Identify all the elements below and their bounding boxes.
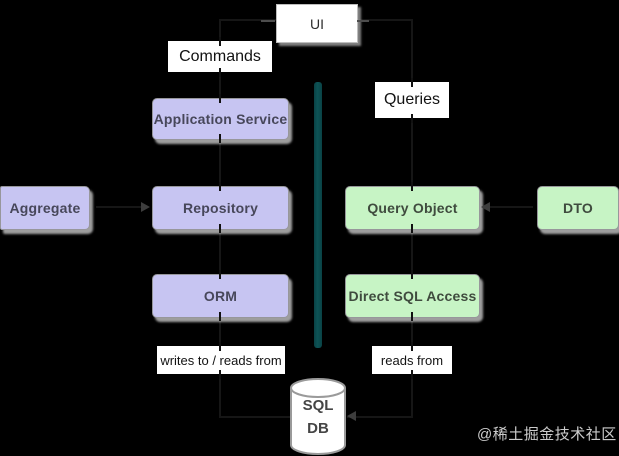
connector-commands-v5 xyxy=(219,316,221,346)
application-service-label: Application Service xyxy=(153,111,288,127)
command-query-divider xyxy=(314,82,322,348)
queries-header: Queries xyxy=(375,82,449,118)
connector-tick xyxy=(219,68,221,77)
commands-header-label: Commands xyxy=(179,47,261,65)
connector-queryobject-dto xyxy=(489,206,533,208)
aggregate-label: Aggregate xyxy=(9,200,81,216)
connector-tick xyxy=(219,37,221,46)
connector-tick xyxy=(219,342,221,351)
connector-tick xyxy=(219,94,221,103)
connector-commands-v2 xyxy=(219,72,221,98)
connector-commands-v1 xyxy=(219,19,221,41)
connector-tick xyxy=(219,312,221,321)
connector-reads-db-h xyxy=(347,416,413,418)
arrowhead-into-query-object xyxy=(481,202,490,212)
database-label-line2: DB xyxy=(307,420,329,437)
connector-commands-v4 xyxy=(219,228,221,274)
connector-queries-v4 xyxy=(411,316,413,346)
writes-reads-label-box: writes to / reads from xyxy=(157,346,285,374)
connector-queries-v1 xyxy=(411,19,413,82)
connector-tick xyxy=(411,78,413,87)
ui-box: UI xyxy=(276,4,358,43)
connector-queries-v5 xyxy=(411,374,413,418)
connector-tick xyxy=(219,370,221,379)
ui-left-dash xyxy=(261,20,275,22)
arrowhead-into-repository xyxy=(141,202,150,212)
database-label-line1: SQL xyxy=(302,397,334,414)
connector-tick xyxy=(411,182,413,191)
commands-header: Commands xyxy=(168,41,272,72)
aggregate-box: Aggregate xyxy=(0,186,90,230)
application-service-box: Application Service xyxy=(152,98,289,140)
ui-right-dash xyxy=(357,20,369,22)
database-cylinder-icon xyxy=(290,378,346,455)
connector-tick xyxy=(411,114,413,123)
connector-ui-queries-h xyxy=(356,19,413,21)
connector-tick xyxy=(411,312,413,321)
connector-ui-commands-h xyxy=(219,19,277,21)
ui-box-label: UI xyxy=(310,15,324,32)
connector-tick xyxy=(219,182,221,191)
connector-queries-v2 xyxy=(411,118,413,186)
connector-tick xyxy=(411,342,413,351)
connector-tick xyxy=(411,270,413,279)
direct-sql-access-label: Direct SQL Access xyxy=(348,288,477,304)
queries-header-label: Queries xyxy=(383,91,441,108)
connector-tick xyxy=(219,270,221,279)
repository-label: Repository xyxy=(182,200,259,216)
connector-queries-v3 xyxy=(411,228,413,274)
dto-box: DTO xyxy=(537,186,619,230)
connector-aggregate-repository xyxy=(96,206,142,208)
connector-tick xyxy=(219,134,221,143)
connector-tick xyxy=(219,224,221,233)
writes-reads-label: writes to / reads from xyxy=(160,352,282,368)
arrowhead-into-database xyxy=(347,411,356,421)
connector-writes-db-h xyxy=(219,416,291,418)
orm-label: ORM xyxy=(203,288,238,304)
query-object-box: Query Object xyxy=(345,186,480,230)
reads-from-label: reads from xyxy=(380,352,444,368)
direct-sql-access-box: Direct SQL Access xyxy=(345,274,480,318)
connector-commands-v3 xyxy=(219,138,221,186)
connector-commands-v6 xyxy=(219,374,221,418)
dto-label: DTO xyxy=(563,200,593,216)
connector-tick xyxy=(411,370,413,379)
sql-db-cylinder: SQL DB xyxy=(290,378,346,456)
connector-tick xyxy=(411,224,413,233)
watermark: @稀土掘金技术社区 xyxy=(477,426,617,443)
query-object-label: Query Object xyxy=(367,200,458,216)
database-label: SQL DB xyxy=(290,394,346,440)
